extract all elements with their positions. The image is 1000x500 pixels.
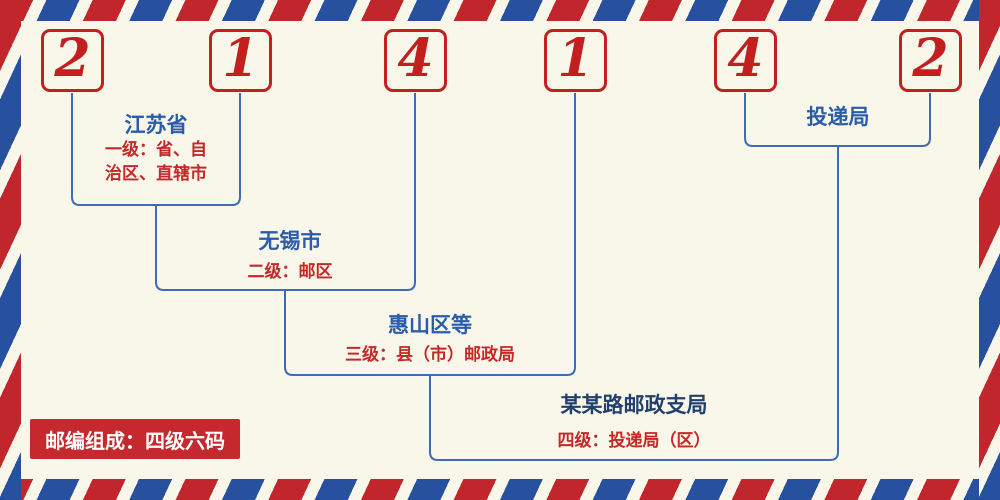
district-desc: 二级：邮区 [247, 262, 333, 282]
branch-desc: 四级：投递局（区） [557, 431, 711, 451]
province-label: 江苏省 一级：省、自 治区、直辖市 [56, 112, 256, 186]
province-desc-line1: 一级：省、自 [105, 140, 207, 160]
digit-3: 4 [397, 27, 434, 89]
branch-name: 某某路邮政支局 [560, 393, 708, 417]
postal-code-composition-badge: 邮编组成：四级六码 [30, 419, 240, 459]
district-label: 无锡市 二级：邮区 [190, 228, 390, 284]
county-desc: 三级：县（市）邮政局 [345, 345, 515, 365]
digit-box-5: 4 [714, 29, 777, 92]
digit-box-3: 4 [384, 29, 447, 92]
airmail-border-right [979, 0, 1000, 500]
digit-box-2: 1 [209, 29, 272, 92]
digit-box-6: 2 [899, 29, 962, 92]
delivery-office-label: 投递局 [763, 104, 913, 130]
digit-box-1: 2 [41, 29, 104, 92]
badge-text: 邮编组成：四级六码 [45, 428, 225, 453]
digit-box-4: 1 [544, 29, 607, 92]
digit-4: 1 [557, 27, 594, 89]
digit-2: 1 [222, 27, 259, 89]
delivery-office-name: 投递局 [806, 105, 870, 129]
province-name: 江苏省 [124, 113, 188, 137]
digit-1: 2 [54, 27, 91, 89]
province-desc-line2: 治区、直辖市 [105, 164, 207, 184]
airmail-border-bottom [0, 479, 1000, 500]
branch-label: 某某路邮政支局 四级：投递局（区） [494, 392, 774, 453]
digit-5: 4 [727, 27, 764, 89]
district-name: 无锡市 [258, 229, 322, 253]
county-name: 惠山区等 [388, 313, 472, 337]
airmail-border-left [0, 0, 21, 500]
airmail-border-top [0, 0, 1000, 21]
digit-6: 2 [912, 27, 949, 89]
county-label: 惠山区等 三级：县（市）邮政局 [300, 312, 560, 367]
